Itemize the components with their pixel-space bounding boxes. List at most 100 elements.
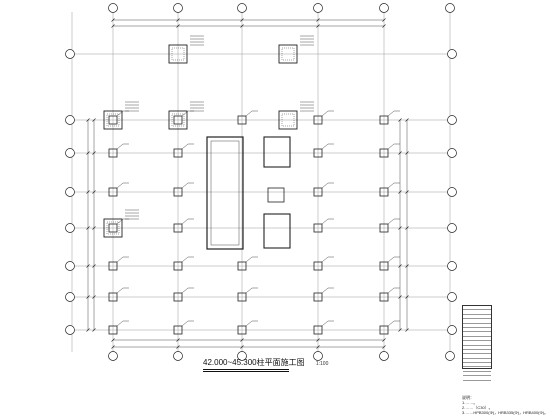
column-leader xyxy=(245,320,253,327)
drawing-title-text: 42.000~45.300柱平面施工图 xyxy=(203,358,305,367)
title-underline-thin xyxy=(203,371,289,372)
column-detail-section xyxy=(103,110,123,130)
storey-table-row xyxy=(463,324,491,328)
axis-bubble-left xyxy=(65,292,75,302)
dimension-tick xyxy=(240,24,244,28)
dimension-tick xyxy=(86,226,90,230)
storey-table-row xyxy=(463,332,491,337)
storey-table-row xyxy=(463,376,491,381)
column-section xyxy=(379,148,389,158)
axis-bubble-bottom xyxy=(313,351,323,361)
column-section xyxy=(173,292,183,302)
axis-bubble-left xyxy=(65,223,75,233)
column-section xyxy=(313,261,323,271)
column-section xyxy=(313,115,323,125)
column-detail-section xyxy=(168,110,188,130)
dimension-tick xyxy=(382,18,386,22)
column-leader xyxy=(387,182,395,189)
core-column xyxy=(267,187,285,203)
dimension-tick xyxy=(382,345,386,349)
dimension-tick xyxy=(398,264,402,268)
column-detail-section xyxy=(103,218,123,238)
column-leader xyxy=(181,218,189,225)
dimension-tick xyxy=(398,190,402,194)
dimension-tick xyxy=(405,226,409,230)
dimension-lines xyxy=(86,18,409,349)
axis-bubble-left xyxy=(65,49,75,59)
column-leader xyxy=(245,287,253,294)
dimension-tick xyxy=(405,295,409,299)
column-detail-section xyxy=(168,44,188,64)
storey-table-row xyxy=(463,346,491,350)
dimension-tick xyxy=(111,18,115,22)
dimension-tick xyxy=(92,328,96,332)
column-leader xyxy=(116,287,124,294)
dimension-tick xyxy=(405,151,409,155)
dimension-tick xyxy=(176,24,180,28)
axis-bubble-right xyxy=(447,187,457,197)
core-wall-right-bottom xyxy=(263,213,291,249)
axis-bubble-bottom xyxy=(237,351,247,361)
dimension-tick xyxy=(86,264,90,268)
column-section xyxy=(313,292,323,302)
axis-bubble-right xyxy=(447,325,457,335)
axis-bubble-top xyxy=(237,3,247,13)
dimension-tick xyxy=(316,345,320,349)
storey-table-row xyxy=(463,367,491,372)
column-leader xyxy=(387,110,395,117)
column-leader xyxy=(321,218,329,225)
dimension-tick xyxy=(86,151,90,155)
dimension-tick xyxy=(398,295,402,299)
dimension-tick xyxy=(382,338,386,342)
dimension-tick xyxy=(92,295,96,299)
column-leader xyxy=(321,110,329,117)
column-section xyxy=(313,223,323,233)
column-leader xyxy=(116,143,124,150)
dimension-tick xyxy=(240,338,244,342)
axis-bubble-bottom xyxy=(445,351,455,361)
column-leader xyxy=(181,287,189,294)
dimension-tick xyxy=(316,18,320,22)
column-leader xyxy=(245,110,253,117)
column-rebar-outline xyxy=(281,47,295,61)
column-section xyxy=(237,292,247,302)
column-section xyxy=(237,115,247,125)
axis-bubble-top xyxy=(379,3,389,13)
column-section xyxy=(173,148,183,158)
dimension-tick xyxy=(92,151,96,155)
column-rebar-outline xyxy=(106,113,120,127)
column-rebar-outline xyxy=(106,221,120,235)
dimension-tick xyxy=(240,345,244,349)
dimension-tick xyxy=(405,190,409,194)
column-leader xyxy=(116,320,124,327)
dimension-tick xyxy=(240,18,244,22)
storey-table-row xyxy=(463,372,491,377)
column-rebar-outline xyxy=(281,113,295,127)
column-leader xyxy=(181,256,189,263)
dimension-tick xyxy=(316,338,320,342)
storey-table-row xyxy=(463,310,491,315)
general-notes: 说明： 1.……。 2.……（C30）。 3.……HPB300(Φ)，HRB33… xyxy=(462,395,548,415)
column-leader xyxy=(321,143,329,150)
column-section xyxy=(237,325,247,335)
column-leader xyxy=(387,256,395,263)
dimension-tick xyxy=(111,338,115,342)
column-leader xyxy=(181,143,189,150)
dimension-tick xyxy=(382,24,386,28)
axis-bubble-top xyxy=(313,3,323,13)
dimension-tick xyxy=(398,118,402,122)
axis-bubble-bottom xyxy=(173,351,183,361)
column-section xyxy=(173,223,183,233)
dimension-tick xyxy=(111,345,115,349)
column-section xyxy=(108,187,118,197)
axis-bubble-left xyxy=(65,261,75,271)
column-section xyxy=(108,223,118,233)
dimension-tick xyxy=(316,24,320,28)
column-section xyxy=(173,187,183,197)
storey-table-row xyxy=(463,350,491,355)
axis-bubble-right xyxy=(447,261,457,271)
column-section xyxy=(313,148,323,158)
column-section xyxy=(379,187,389,197)
notes-line-3: 3.……HPB300(Φ)，HRB335(Φ)，HRB400(Φ)。 xyxy=(462,410,549,415)
